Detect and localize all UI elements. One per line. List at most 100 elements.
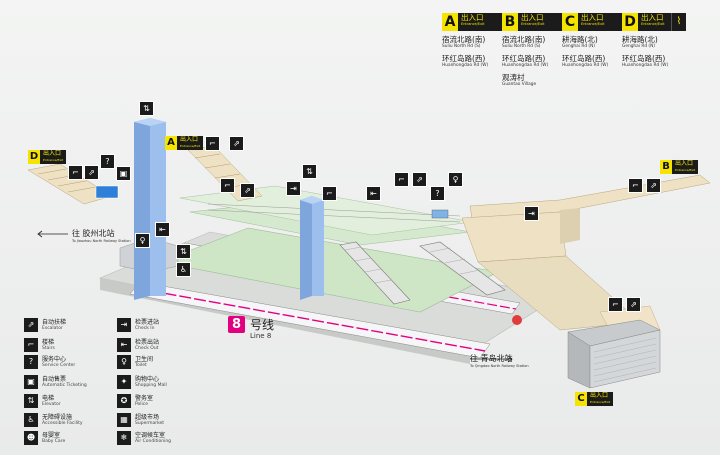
entrance-letter: A [442,13,458,31]
entrance-title: 出入口 [461,13,484,22]
legend-label: 楼梯 [42,338,55,346]
direction-east: 往 青岛北站 To Qingdao North Railway Station [470,353,529,368]
entrance-tag-subtitle: Entrance/Exit [180,144,201,148]
elevator-shaft-center [300,196,324,300]
escalator-icon[interactable]: ⇗ [412,172,427,187]
road-en: Suliu North Rd (S) [442,44,481,49]
check-in-icon[interactable]: ⇥ [524,206,539,221]
shopping-icon: ✦ [117,375,131,389]
entrance-tag-letter: A [165,136,177,150]
entrance-letter: C [562,13,578,31]
entrance-c-structure [567,319,661,389]
check-in-icon[interactable]: ⇥ [286,181,301,196]
escalator-icon[interactable]: ⇗ [646,178,661,193]
service-center-icon[interactable]: ? [100,154,115,169]
stairs-icon[interactable]: ⌐ [322,186,337,201]
line-number-badge: 8 [228,316,245,333]
road-cn: 观涛村 [502,73,525,82]
entrance-tag-title: 出入口 [590,392,609,399]
legend-label: 自动售票 [42,375,67,383]
elevator-icon[interactable]: ⇅ [176,244,191,259]
legend-label-en: Automatic Ticketing [42,382,87,388]
entrance-tag-letter: B [660,160,672,174]
ticketing-icon[interactable]: ▣ [116,166,131,181]
road-cn: 环红岛路(西) [502,54,546,63]
service-center-icon: ? [24,355,38,369]
legend-label: 卫生间 [135,355,154,363]
entrance-b-passage [469,174,711,219]
legend-label: 无障碍设施 [42,413,73,421]
elevator-shaft-left [134,118,166,300]
service-center-icon[interactable]: ? [430,186,445,201]
legend-label-en: Stairs [42,345,55,351]
road-cn: 宿流北路(南) [442,35,486,44]
entrance-subtitle: Entrance/Exit [521,22,545,26]
entrance-subtitle: Entrance/Exit [461,22,485,26]
legend-label-en: Escalator [42,325,63,331]
legend-label: 警务室 [135,394,154,402]
legend-label-en: Baby Care [42,438,66,444]
stairs-icon[interactable]: ⌐ [205,136,220,151]
stairs-icon[interactable]: ⌐ [68,165,83,180]
accessible-icon[interactable]: ♿ [176,262,191,277]
legend-label-en: Service Center [42,362,76,368]
direction-east-cn: 往 青岛北站 [470,354,513,363]
ticketing-icon: ▣ [24,375,38,389]
road-cn: 环红岛路(西) [622,54,666,63]
line-name: 号线 [250,318,275,332]
toilet-icon[interactable]: ♀ [135,233,150,248]
elevator-icon[interactable]: ⇅ [302,164,317,179]
entrance-letter: D [622,13,638,31]
legend-label: 电梯 [42,394,55,402]
legend-label-en: Police [135,401,149,407]
entrance-tag-letter: C [575,392,587,406]
stairs-icon[interactable]: ⌐ [628,178,643,193]
escalator-icon: ⇗ [24,318,38,332]
direction-west-cn: 往 胶州北站 [72,229,115,238]
escalator-icon[interactable]: ⇗ [626,297,641,312]
direction-west-en: To Jiaozhou North Railway Station [72,239,131,243]
accessible-icon: ♿ [24,413,38,427]
escalator-icon[interactable]: ⇗ [84,165,99,180]
road-cn: 环红岛路(西) [562,54,606,63]
entrance-subtitle: Entrance/Exit [641,22,665,26]
toilet-icon[interactable]: ♀ [448,172,463,187]
legend-label: 检票进站 [135,318,160,326]
check-out-icon[interactable]: ⇤ [366,186,381,201]
police-icon: ✪ [117,394,131,408]
entrance-title: 出入口 [581,13,604,22]
air-conditioning-icon: ❄ [117,431,131,445]
escalator-icon[interactable]: ⇗ [229,136,244,151]
baby-care-icon: ☻ [24,431,38,445]
direction-east-en: To Qingdao North Railway Station [470,364,529,368]
elevator-icon[interactable]: ⇅ [139,101,154,116]
legend-label-en: Check In [135,325,155,331]
check-out-icon: ⇤ [117,338,131,352]
legend-label-en: Check Out [135,345,159,351]
legend-label-en: Supermarket [135,420,165,426]
toilet-icon: ♀ [117,355,131,369]
road-cn: 耕海路(北) [562,35,598,44]
stairs-icon[interactable]: ⌐ [220,178,235,193]
check-out-icon[interactable]: ⇤ [155,222,170,237]
stairs-icon[interactable]: ⌐ [394,172,409,187]
escalator-icon[interactable]: ⇗ [240,183,255,198]
stairs-icon[interactable]: ⌐ [608,297,623,312]
